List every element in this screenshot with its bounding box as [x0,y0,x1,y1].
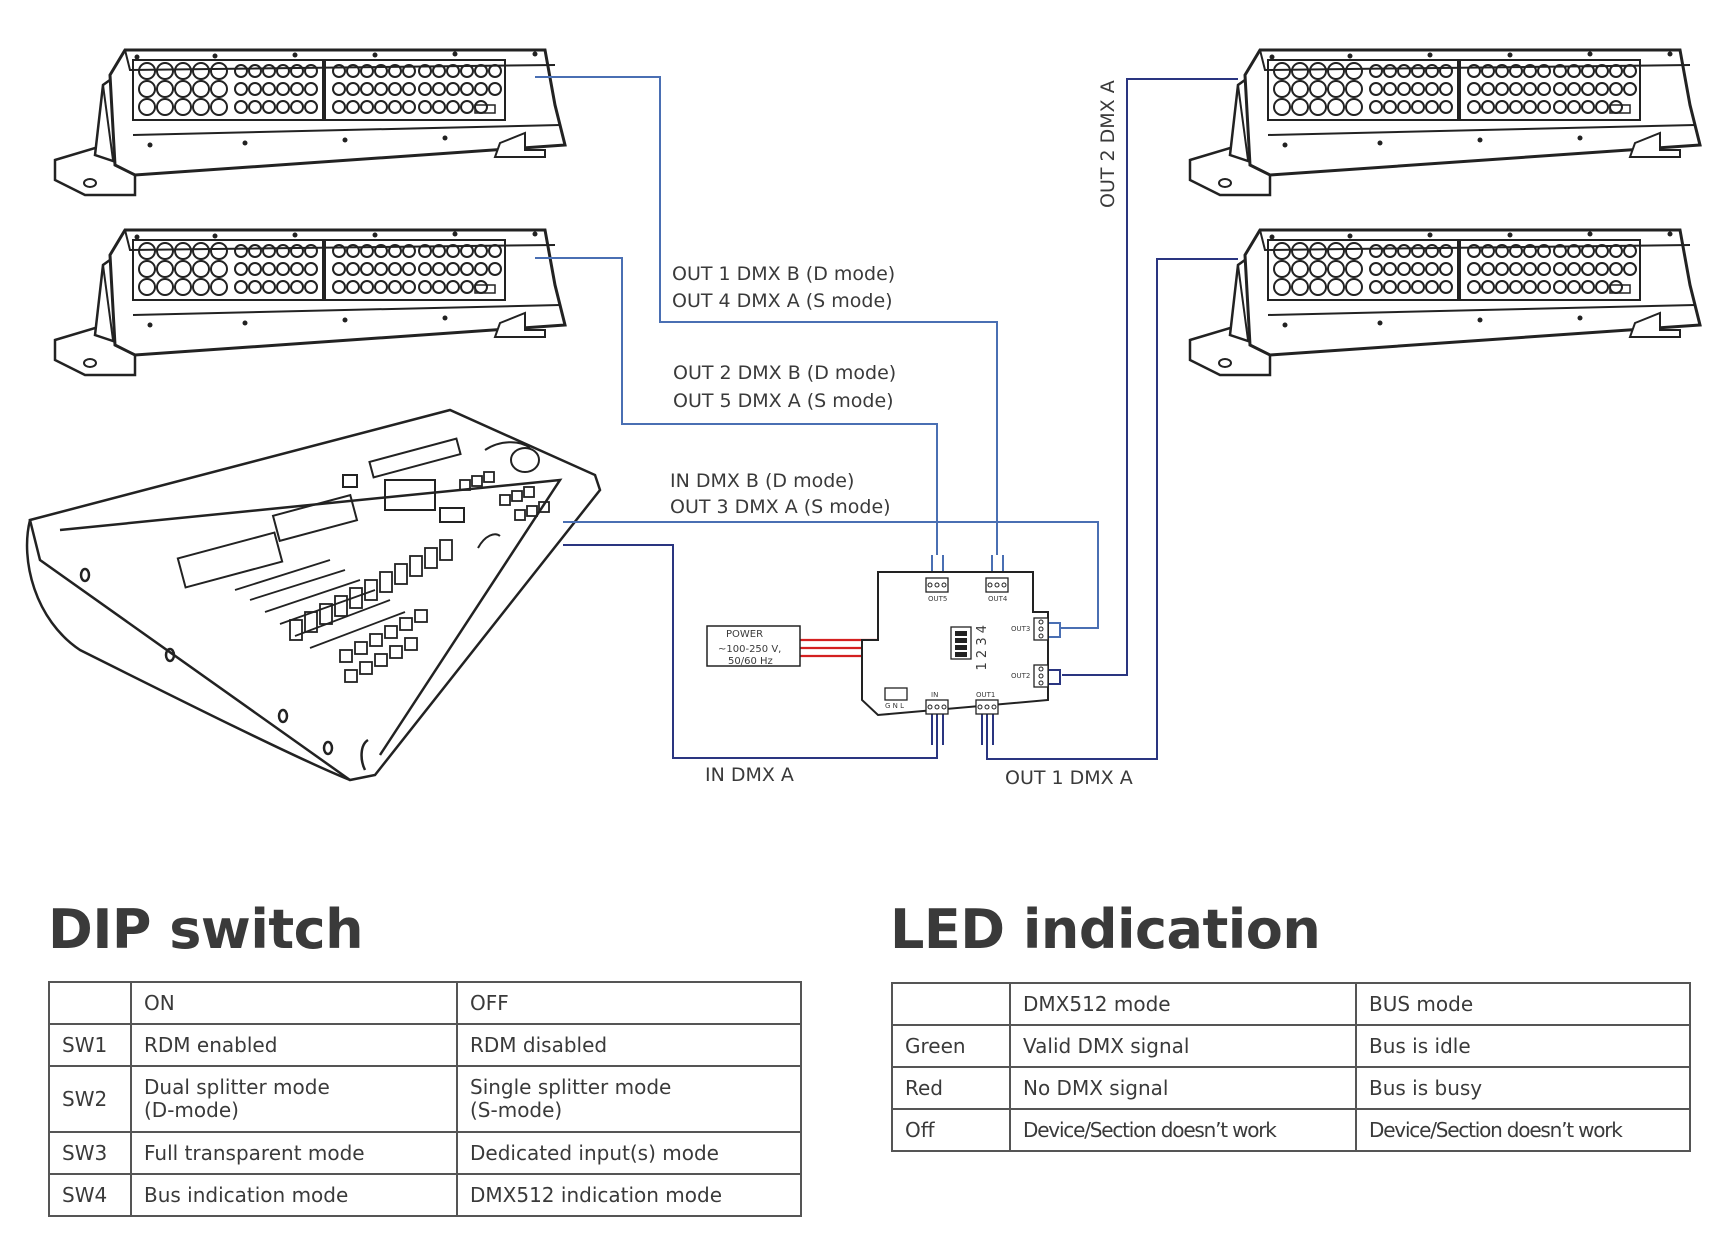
label-out2: OUT2 [1011,672,1030,680]
power-terminal [884,687,908,701]
label-out4: OUT4 [988,595,1008,603]
table-row: SW2 Dual splitter mode (D-mode) Single s… [48,1065,802,1133]
label-power-pins: G N L [885,702,904,710]
on-value-line: Dual splitter mode [144,1075,330,1099]
wire-in [563,544,938,759]
header-cell [891,982,1011,1026]
on-value: Bus indication mode [130,1173,458,1217]
label-out3: OUT3 [1011,625,1030,633]
bus-mode-value: Bus is busy [1355,1066,1691,1110]
label-out1: OUT1 [976,691,995,699]
label-in-dmxb: IN DMX B (D mode) [670,470,854,492]
dmx-mode-value: No DMX signal [1009,1066,1357,1110]
off-value: Single splitter mode (S-mode) [456,1065,802,1133]
wire-out4 [535,76,998,555]
label-out1-dmxb: OUT 1 DMX B (D mode) [672,263,895,285]
label-out2-dmxb: OUT 2 DMX B (D mode) [673,362,896,384]
led-state: Green [891,1024,1011,1068]
dmx-splitter-device: OUT5 OUT4 OUT3 OUT2 IN OUT1 G N L 1 2 3 … [861,571,1049,717]
header-cell [48,981,132,1025]
power-frequency: 50/60 Hz [728,656,773,667]
header-cell: ON [130,981,458,1025]
label-out2-dmxa: OUT 2 DMX A [1097,80,1119,208]
wiring-diagram: POWER ~100-250 V, 50/60 Hz OUT5 OUT4 OUT… [25,48,1702,789]
header-cell: OFF [456,981,802,1025]
on-value: RDM enabled [130,1023,458,1067]
wire-out1 [986,258,1238,760]
led-indication-table: DMX512 mode BUS mode Green Valid DMX sig… [891,982,1691,1152]
table-row: SW1 RDM enabled RDM disabled [48,1023,802,1067]
on-value: Full transparent mode [130,1131,458,1175]
table-row: SW4 Bus indication mode DMX512 indicatio… [48,1173,802,1217]
wire-out5 [535,257,938,555]
port-in [925,699,949,715]
port-out3 [1033,617,1049,641]
table-row: SW3 Full transparent mode Dedicated inpu… [48,1131,802,1175]
label-out4-dmxa: OUT 4 DMX A (S mode) [672,290,893,312]
table-row: Red No DMX signal Bus is busy [891,1066,1691,1110]
off-value-line: (S-mode) [470,1098,563,1122]
power-box: POWER ~100-250 V, 50/60 Hz [706,625,801,667]
led-bar-fixture-mid-right [1188,228,1702,377]
label-in: IN [931,691,938,699]
switch-id: SW2 [48,1065,132,1133]
dmx-mode-value: Device/Section doesn’t work [1009,1108,1357,1152]
port-out2 [1033,664,1049,688]
label-in-dmxa: IN DMX A [705,764,794,786]
power-voltage: ~100-250 V, [718,644,781,655]
table-header-row: DMX512 mode BUS mode [891,982,1691,1026]
port-out5 [925,577,949,593]
on-value-line: (D-mode) [144,1098,239,1122]
label-out1-dmxa: OUT 1 DMX A [1005,767,1133,789]
dmx-mode-value: Valid DMX signal [1009,1024,1357,1068]
led-bar-fixture-mid-left [53,228,567,377]
led-state: Red [891,1066,1011,1110]
table-header-row: ON OFF [48,981,802,1025]
led-bar-fixture-top-right [1188,48,1702,197]
off-value-line: Single splitter mode [470,1075,672,1099]
off-value: RDM disabled [456,1023,802,1067]
bus-mode-value: Bus is idle [1355,1024,1691,1068]
power-title: POWER [726,629,763,640]
table-row: Off Device/Section doesn’t work Device/S… [891,1108,1691,1152]
wire-out3 [563,521,1099,629]
dip-switch-table: ON OFF SW1 RDM enabled RDM disabled SW2 … [48,981,802,1217]
on-value: Dual splitter mode (D-mode) [130,1065,458,1133]
off-value: DMX512 indication mode [456,1173,802,1217]
header-cell: BUS mode [1355,982,1691,1026]
off-value: Dedicated input(s) mode [456,1131,802,1175]
header-cell: DMX512 mode [1009,982,1357,1026]
switch-id: SW1 [48,1023,132,1067]
port-out4 [985,577,1009,593]
switch-id: SW3 [48,1131,132,1175]
switch-id: SW4 [48,1173,132,1217]
led-indication-title: LED indication [890,898,1321,961]
dip-switch-title: DIP switch [48,898,364,961]
label-dip-numbers: 1 2 3 4 [975,625,990,670]
label-out5: OUT5 [928,595,947,603]
wire-out2 [1062,78,1238,676]
port-out1 [975,699,999,715]
led-state: Off [891,1108,1011,1152]
lighting-console [25,408,602,782]
table-row: Green Valid DMX signal Bus is idle [891,1024,1691,1068]
led-bar-fixture-top-left [53,48,567,197]
label-out3-dmxa: OUT 3 DMX A (S mode) [670,496,891,518]
bus-mode-value: Device/Section doesn’t work [1355,1108,1691,1152]
label-out5-dmxa: OUT 5 DMX A (S mode) [673,390,894,412]
